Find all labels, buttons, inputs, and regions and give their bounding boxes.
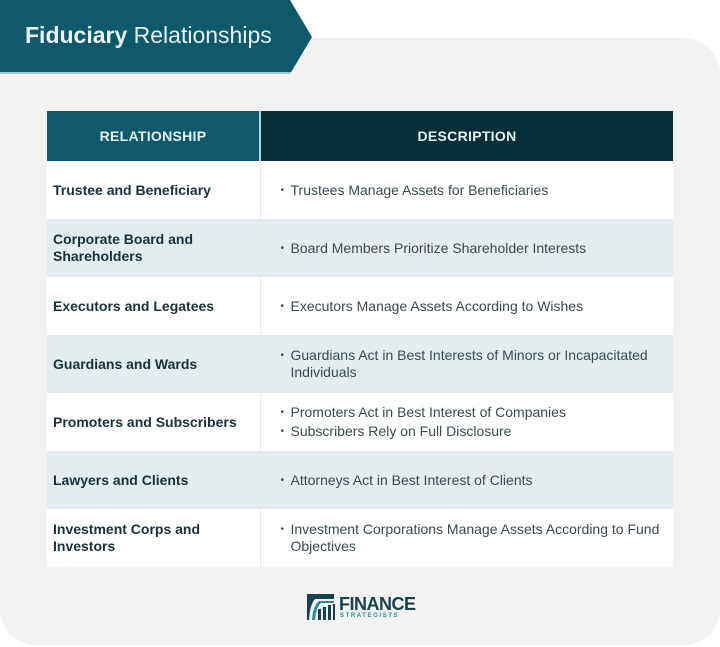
title-banner: Fiduciary Relationships (0, 0, 312, 74)
table-row: Lawyers and Clients • Attorneys Act in Be… (47, 451, 673, 509)
table-header-row: RELATIONSHIP DESCRIPTION (47, 111, 673, 161)
table-row: Trustee and Beneficiary • Trustees Manage… (47, 161, 673, 219)
column-header-relationship: RELATIONSHIP (47, 111, 261, 161)
description-bullet: • Attorneys Act in Best Interest of Clien… (281, 472, 668, 489)
bullet-text: Board Members Prioritize Shareholder Int… (290, 239, 587, 256)
table-row: Guardians and Wards • Guardians Act in Be… (47, 335, 673, 393)
finance-strategists-logo: FINANCE STRATEGISTS (306, 592, 416, 622)
relationship-cell: Lawyers and Clients (47, 451, 261, 509)
bullet-icon: • (280, 524, 285, 535)
bullet-icon: • (280, 426, 285, 437)
table-row: Corporate Board and Shareholders • Board … (47, 219, 673, 277)
bullet-icon: • (280, 407, 285, 418)
page-title-rest: Relationships (127, 22, 272, 48)
bullet-icon: • (280, 184, 285, 196)
description-cell: • Attorneys Act in Best Interest of Clien… (260, 451, 673, 509)
logo-wordmark: FINANCE (339, 594, 416, 614)
relationship-cell: Guardians and Wards (47, 335, 261, 393)
bullet-text: Guardians Act in Best Interests of Minor… (290, 347, 648, 380)
description-cell: • Executors Manage Assets According to Wi… (260, 277, 673, 335)
description-bullet: • Subscribers Rely on Full Disclosure (281, 423, 668, 440)
bullet-icon: • (280, 300, 285, 312)
bullet-icon: • (280, 242, 285, 254)
bullet-text: Investment Corporations Manage Assets Ac… (290, 521, 660, 554)
description-cell: • Guardians Act in Best Interests of Mino… (260, 335, 673, 393)
bullet-text: Trustees Manage Assets for Beneficiaries (290, 181, 549, 198)
relationship-cell: Investment Corps and Investors (47, 509, 261, 567)
description-bullet: • Investment Corporations Manage Assets A… (281, 521, 668, 555)
relationship-cell: Promoters and Subscribers (47, 393, 261, 451)
column-header-description: DESCRIPTION (260, 111, 673, 161)
table-row: Investment Corps and Investors • Investme… (47, 509, 673, 567)
description-bullet: • Promoters Act in Best Interest of Compa… (281, 404, 668, 421)
bullet-text: Attorneys Act in Best Interest of Client… (290, 471, 533, 488)
fiduciary-table: RELATIONSHIP DESCRIPTION Trustee and Ben… (47, 111, 673, 567)
bullet-text: Executors Manage Assets According to Wis… (290, 297, 584, 314)
relationship-cell: Corporate Board and Shareholders (47, 219, 261, 277)
bullet-text: Subscribers Rely on Full Disclosure (290, 423, 512, 439)
description-bullet: • Guardians Act in Best Interests of Mino… (281, 347, 668, 381)
bullet-icon: • (280, 350, 285, 361)
description-cell: • Trustees Manage Assets for Beneficiarie… (260, 161, 673, 219)
table-row: Promoters and Subscribers • Promoters Act… (47, 393, 673, 451)
description-cell: • Promoters Act in Best Interest of Compa… (260, 393, 673, 451)
table-row: Executors and Legatees • Executors Manage… (47, 277, 673, 335)
description-bullet: • Board Members Prioritize Shareholder In… (281, 240, 668, 257)
relationship-cell: Executors and Legatees (47, 277, 261, 335)
relationship-cell: Trustee and Beneficiary (47, 161, 261, 219)
bullet-text: Promoters Act in Best Interest of Compan… (290, 404, 566, 420)
description-cell: • Board Members Prioritize Shareholder In… (260, 219, 673, 277)
page-title-bold: Fiduciary (25, 22, 128, 48)
page-title: Fiduciary Relationships (25, 22, 272, 49)
description-bullet: • Trustees Manage Assets for Beneficiarie… (281, 182, 668, 199)
finance-strategists-logo-icon (307, 594, 335, 620)
logo-subtext: STRATEGISTS (340, 613, 400, 619)
bullet-icon: • (280, 474, 285, 486)
description-bullet: • Executors Manage Assets According to Wi… (281, 298, 668, 315)
description-cell: • Investment Corporations Manage Assets A… (260, 509, 673, 567)
